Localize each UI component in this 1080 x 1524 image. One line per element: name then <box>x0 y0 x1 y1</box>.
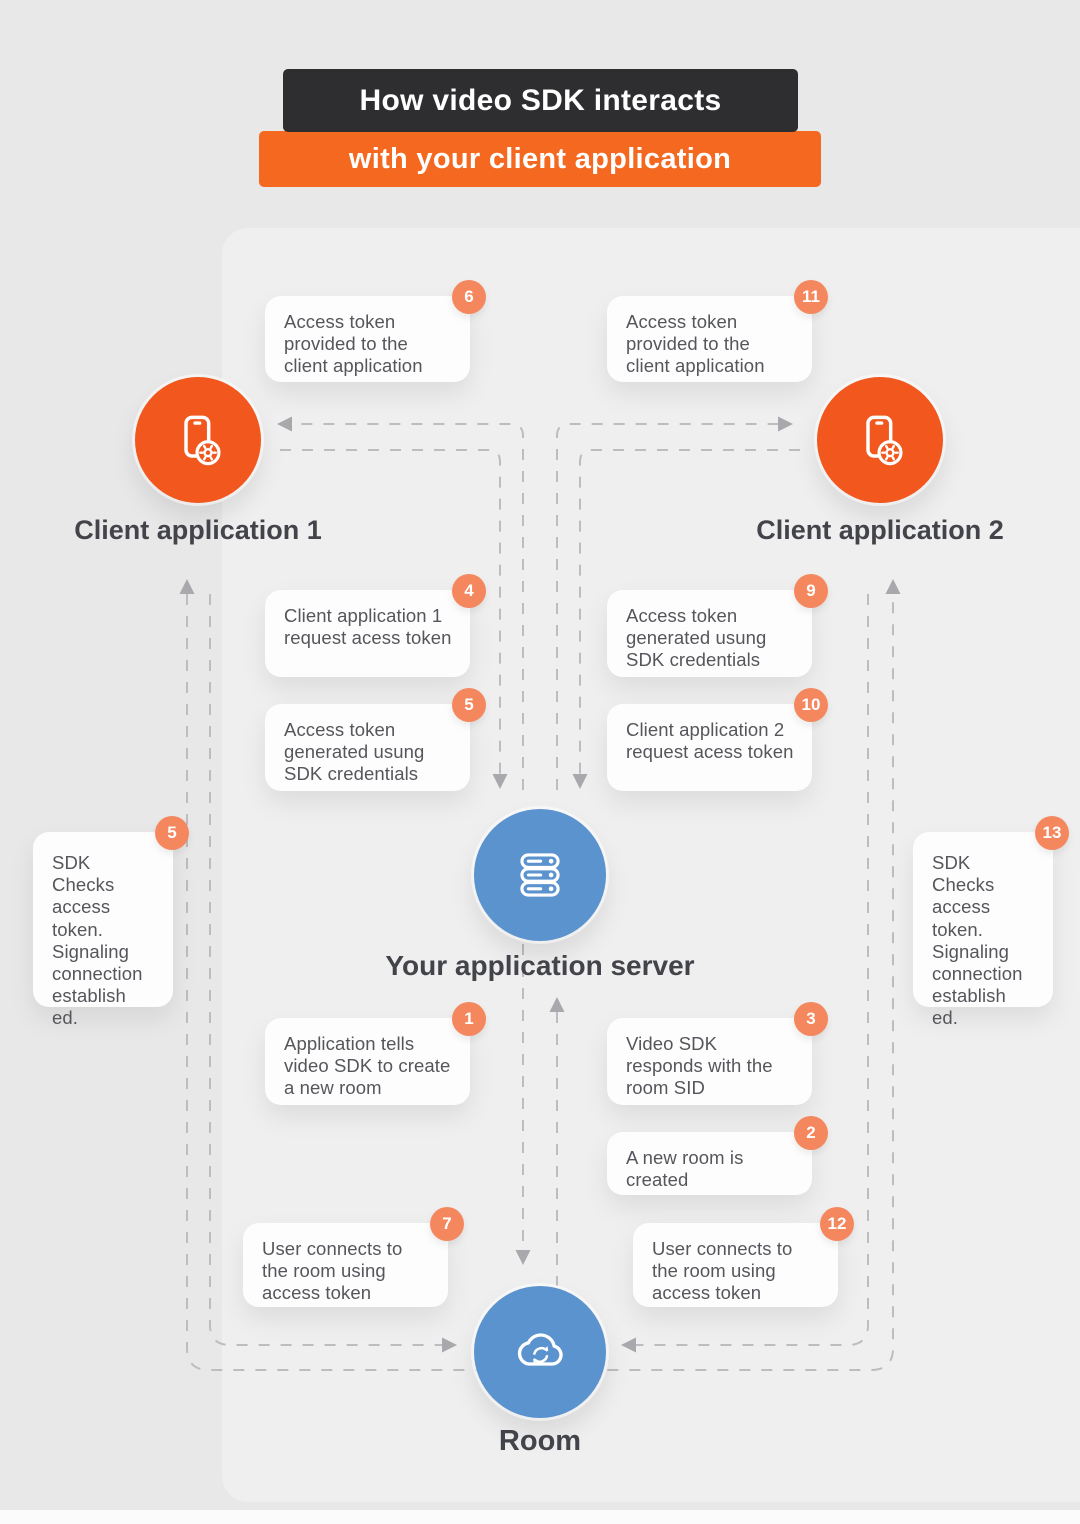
title-line1: How video SDK interacts <box>359 83 722 117</box>
label-application-server: Your application server <box>385 950 695 981</box>
node-room <box>474 1286 606 1418</box>
callout-text: SDK Checks access token. Signaling conne… <box>932 852 1023 1029</box>
node-application-server <box>474 809 606 941</box>
step-badge-5: 5 <box>155 816 189 850</box>
label-room: Room <box>498 1425 582 1457</box>
label-client-application-1: Client application 1 <box>74 515 322 545</box>
arrowheads <box>179 416 901 1353</box>
callout-step-9: 9 Access token generated usung SDK crede… <box>607 574 828 677</box>
callout-text: Client application 1 request acess token <box>284 605 452 649</box>
callout-step-11: 11 Access token provided to the client a… <box>607 280 828 382</box>
callout-text: Client application 2 request acess token <box>626 719 794 763</box>
callout-step-7: 7 User connects to the room using access… <box>243 1207 464 1307</box>
step-badge-6: 6 <box>452 280 486 314</box>
step-badge-5: 5 <box>452 688 486 722</box>
step-badge-1: 1 <box>452 1002 486 1036</box>
callout-step-12: 12 User connects to the room using acces… <box>633 1207 854 1307</box>
step-badge-3: 3 <box>794 1002 828 1036</box>
callout-step-4: 4 Client application 1 request acess tok… <box>265 574 486 677</box>
callout-text: A new room is created <box>626 1147 744 1191</box>
step-badge-12: 12 <box>820 1207 854 1241</box>
node-client-application-2 <box>817 377 943 503</box>
callout-step-1: 1 Application tells video SDK to create … <box>265 1002 486 1105</box>
callout-step-5-signaling-left: 5 SDK Checks access token. Signaling con… <box>33 816 189 1028</box>
callout-text: SDK Checks access token. Signaling conne… <box>52 852 143 1029</box>
step-badge-9: 9 <box>794 574 828 608</box>
callout-text: Video SDK responds with the room SID <box>626 1033 773 1099</box>
cloud-sync-icon <box>517 1333 563 1366</box>
callout-text: Access token generated usung SDK credent… <box>626 605 767 671</box>
step-badge-7: 7 <box>430 1207 464 1241</box>
step-badge-10: 10 <box>794 688 828 722</box>
callout-step-10: 10 Client application 2 request acess to… <box>607 688 828 791</box>
callout-step-3: 3 Video SDK responds with the room SID <box>607 1002 828 1105</box>
server-stack-icon <box>520 853 560 897</box>
step-badge-11: 11 <box>794 280 828 314</box>
mobile-gear-icon <box>866 415 903 466</box>
mobile-gear-icon <box>184 415 221 466</box>
callout-step-13-signaling-right: 13 SDK Checks access token. Signaling co… <box>913 816 1069 1028</box>
callout-text: User connects to the room using access t… <box>652 1238 793 1304</box>
callout-step-2: 2 A new room is created <box>607 1116 828 1195</box>
step-badge-4: 4 <box>452 574 486 608</box>
label-client-application-2: Client application 2 <box>756 515 1004 545</box>
title-bar-primary: How video SDK interacts <box>283 69 798 132</box>
step-badge-13: 13 <box>1035 816 1069 850</box>
callout-text: Access token provided to the client appl… <box>284 311 423 377</box>
title-line2: with your client application <box>348 142 732 175</box>
step-badge-2: 2 <box>794 1116 828 1150</box>
page-bottom-edge <box>0 1510 1080 1524</box>
callout-step-6: 6 Access token provided to the client ap… <box>265 280 486 382</box>
node-client-application-1 <box>135 377 261 503</box>
callout-step-5: 5 Access token generated usung SDK crede… <box>265 688 486 791</box>
callout-text: User connects to the room using access t… <box>262 1238 403 1304</box>
callout-text: Access token generated usung SDK credent… <box>284 719 425 785</box>
title-bar-secondary: with your client application <box>259 131 821 187</box>
callout-text: Application tells video SDK to create a … <box>284 1033 451 1099</box>
callout-text: Access token provided to the client appl… <box>626 311 765 377</box>
